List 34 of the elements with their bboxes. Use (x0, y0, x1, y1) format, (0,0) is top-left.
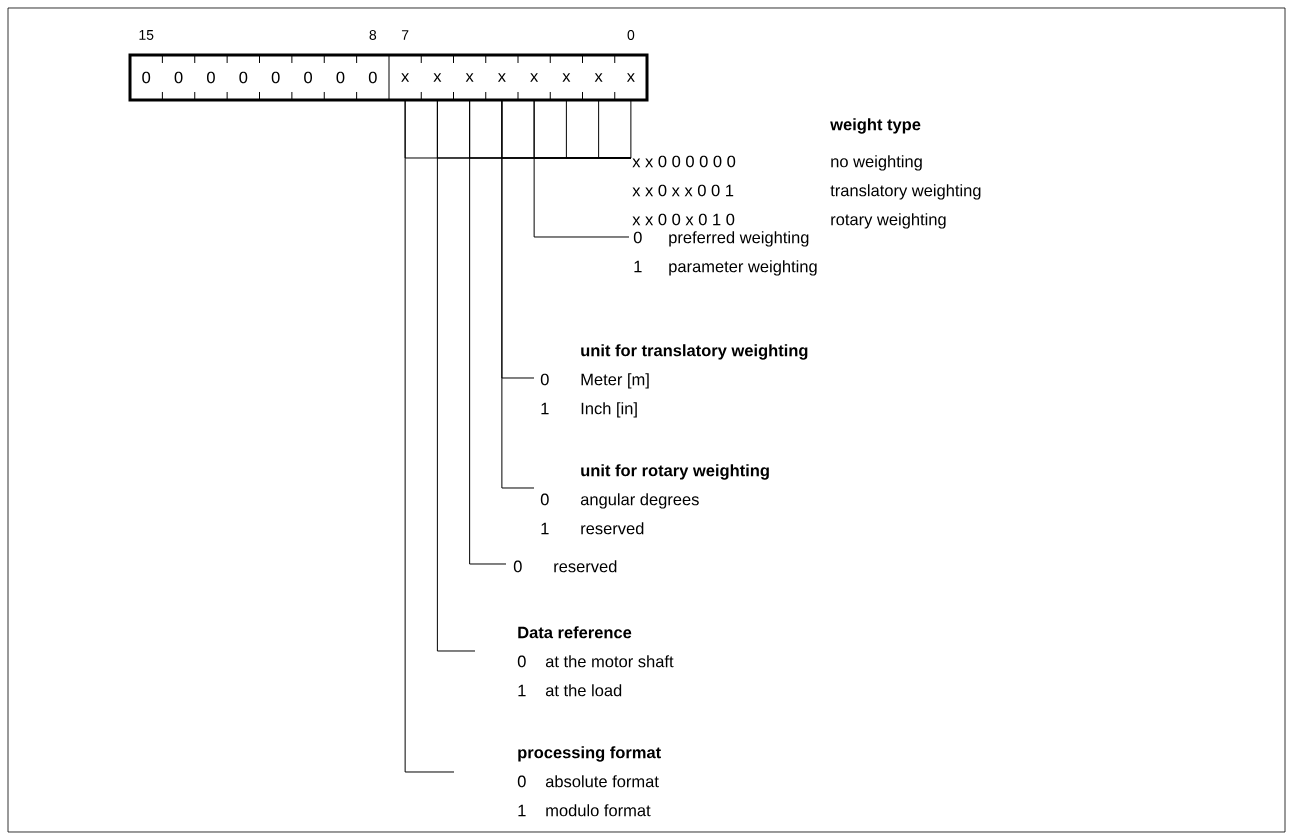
leader-line (630, 99, 632, 159)
bit-cell: x (465, 73, 474, 82)
bit-number: 8 (369, 30, 377, 40)
leader-line (404, 99, 455, 773)
bit-description: weight type x x 0 0 0 0 0 0 no weighting x x 0 x x 0 0 1 translatory weighting x x 0 0 x 0 1 0 rotary weighting (632, 118, 981, 229)
bit-cell: x (626, 73, 635, 82)
bit-description: Data reference 0 at the motor shaft 1 at the load (517, 626, 674, 697)
bit-cell: 0 (304, 71, 312, 84)
bit-cell: 0 (271, 71, 280, 84)
bit-number: 7 (401, 30, 409, 40)
bit-cell: 0 (368, 71, 377, 84)
bit-cell: 0 (336, 71, 345, 84)
bit-cell: x (401, 73, 410, 82)
bit-number: 15 (139, 30, 154, 40)
bit-cell: 0 (239, 71, 248, 84)
bit-description: processing format 0 absolute format 1 modulo format (517, 746, 661, 817)
leader-line (436, 99, 476, 652)
bit-cell: x (433, 73, 442, 82)
bit-description: 0 reserved (513, 560, 617, 573)
bit-description: unit for rotary weighting 0 angular degrees 1 reserved (540, 464, 769, 535)
bit-cell: 0 (142, 71, 151, 84)
bit-description: unit for translatory weighting 0 Meter [m] 1 Inch [in] (540, 344, 808, 418)
leader-line (501, 99, 535, 489)
bit-cell: 0 (207, 71, 215, 84)
bit-cell: 0 (174, 71, 183, 84)
bit-cell: x (497, 73, 506, 82)
bit-description: 0 preferred weighting 1 parameter weighting (633, 231, 817, 276)
leader-line (533, 99, 630, 238)
bit-cell: x (562, 73, 571, 82)
bit-cell: x (530, 73, 539, 82)
leader-line (598, 99, 632, 159)
bit-cell: x (594, 73, 603, 82)
leader-line (469, 99, 507, 565)
bit-number: 0 (627, 30, 635, 40)
